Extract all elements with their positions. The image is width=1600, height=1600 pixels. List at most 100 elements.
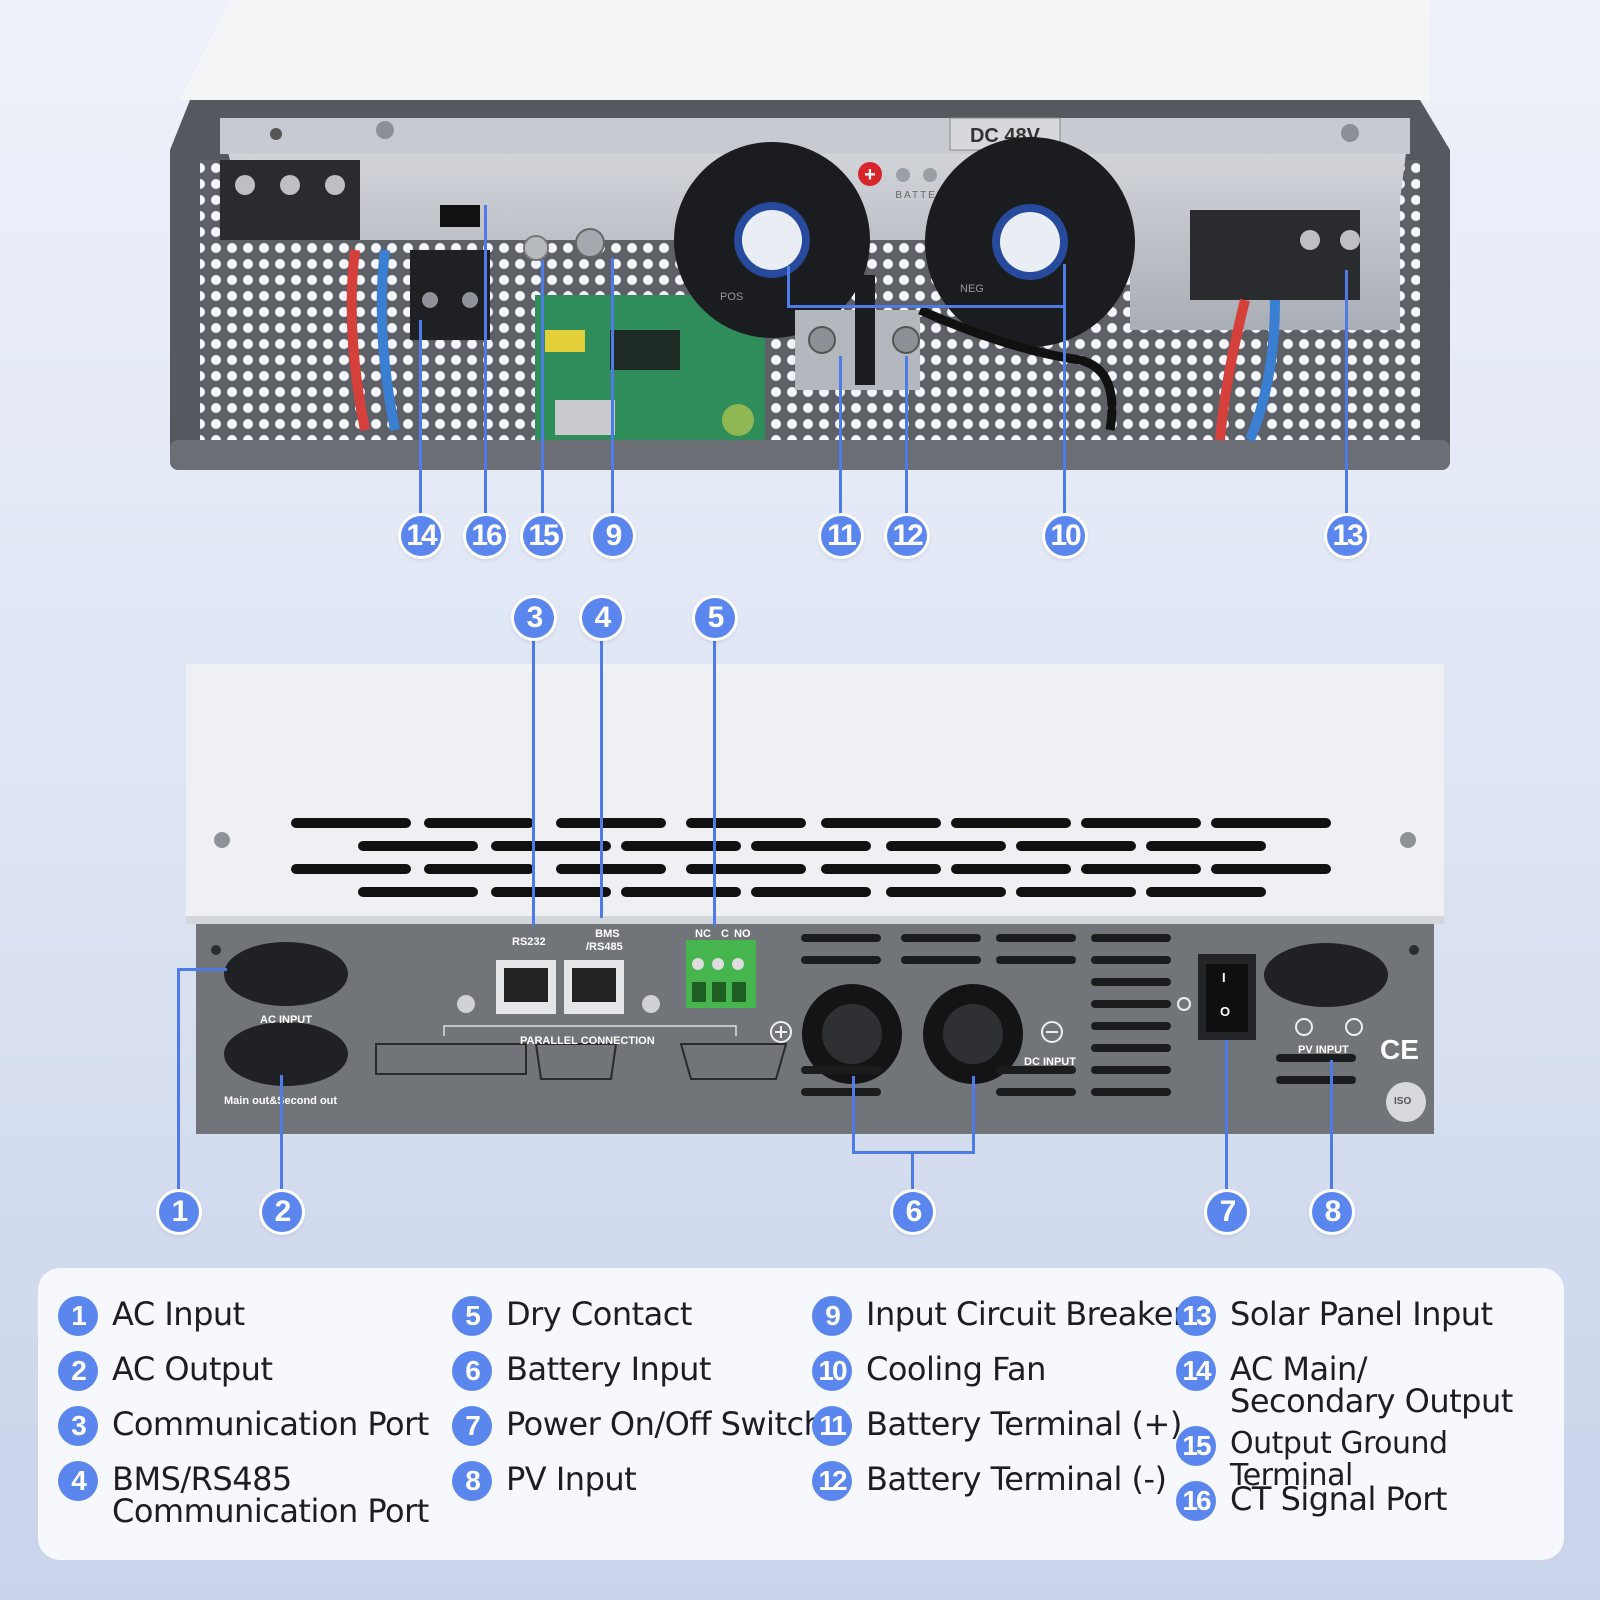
legend-item-12: 12 Battery Terminal (-) bbox=[812, 1460, 1167, 1501]
marker-3: 3 bbox=[514, 598, 554, 638]
legend-label: CT Signal Port bbox=[1230, 1480, 1447, 1518]
marker-7: 7 bbox=[1207, 1192, 1247, 1232]
legend-label: Battery Terminal (-) bbox=[866, 1460, 1167, 1498]
legend-item-16: 16 CT Signal Port bbox=[1176, 1480, 1447, 1521]
legend-item-1: 1 AC Input bbox=[58, 1295, 245, 1336]
legend-label: Battery Input bbox=[506, 1350, 711, 1388]
legend-badge: 11 bbox=[812, 1406, 852, 1446]
legend-panel: 1 AC Input 2 AC Output 3 Communication P… bbox=[38, 1268, 1564, 1560]
legend-label: PV Input bbox=[506, 1460, 637, 1498]
marker-13: 13 bbox=[1327, 516, 1367, 556]
legend-item-2: 2 AC Output bbox=[58, 1350, 273, 1391]
marker-10: 10 bbox=[1045, 516, 1085, 556]
leader-6-left bbox=[852, 1076, 855, 1154]
legend-item-13: 13 Solar Panel Input bbox=[1176, 1295, 1493, 1336]
legend-badge: 7 bbox=[452, 1406, 492, 1446]
marker-16: 16 bbox=[466, 516, 506, 556]
legend-badge: 5 bbox=[452, 1296, 492, 1336]
leader-5 bbox=[713, 636, 716, 926]
marker-8: 8 bbox=[1312, 1192, 1352, 1232]
legend-item-7: 7 Power On/Off Switch bbox=[452, 1405, 824, 1446]
legend-badge: 14 bbox=[1176, 1351, 1216, 1391]
legend-item-14: 14 AC Main/Secondary Output bbox=[1176, 1350, 1513, 1420]
legend-label: Power On/Off Switch bbox=[506, 1405, 824, 1443]
legend-badge: 6 bbox=[452, 1351, 492, 1391]
leader-10-vertical bbox=[1063, 264, 1066, 516]
legend-badge: 10 bbox=[812, 1351, 852, 1391]
legend-label: Output Ground Terminal bbox=[1230, 1426, 1448, 1493]
leader-9 bbox=[611, 258, 614, 516]
rs232-label: RS232 bbox=[512, 936, 546, 948]
device-bottom-view: DC 48V + BATTERY POS NEG bbox=[170, 0, 1450, 470]
legend-label: AC Input bbox=[112, 1295, 245, 1333]
leader-2 bbox=[280, 1075, 283, 1196]
ce-mark: CE bbox=[1380, 1034, 1419, 1065]
legend-badge: 2 bbox=[58, 1351, 98, 1391]
leader-8 bbox=[1330, 1060, 1333, 1196]
legend-label: Dry Contact bbox=[506, 1295, 692, 1333]
device-rear-panel: RS232 BMS/RS485 NC C NO AC INPUT Main ou… bbox=[186, 664, 1444, 1134]
marker-6: 6 bbox=[893, 1192, 933, 1232]
marker-2: 2 bbox=[262, 1192, 302, 1232]
leader-10-left bbox=[787, 266, 790, 308]
legend-badge: 15 bbox=[1176, 1426, 1216, 1466]
leader-10-horizontal bbox=[787, 305, 1065, 308]
marker-4: 4 bbox=[582, 598, 622, 638]
legend-item-15: 15 Output Ground Terminal bbox=[1176, 1426, 1564, 1493]
leader-1-vertical bbox=[177, 968, 180, 1196]
rear-panel-graphic bbox=[186, 664, 1444, 1134]
ac-input-label: AC INPUT bbox=[260, 1014, 312, 1026]
legend-badge: 8 bbox=[452, 1461, 492, 1501]
legend-label: Communication Port bbox=[112, 1405, 429, 1443]
leader-15 bbox=[541, 260, 544, 516]
legend-badge: 9 bbox=[812, 1296, 852, 1336]
legend-badge: 13 bbox=[1176, 1296, 1216, 1336]
leader-6-stem bbox=[911, 1151, 914, 1196]
legend-badge: 12 bbox=[812, 1461, 852, 1501]
leader-4 bbox=[600, 636, 603, 918]
marker-11: 11 bbox=[821, 516, 861, 556]
legend-item-6: 6 Battery Input bbox=[452, 1350, 711, 1391]
switch-on-mark: I bbox=[1222, 970, 1226, 985]
legend-badge: 4 bbox=[58, 1461, 98, 1501]
marker-14: 14 bbox=[401, 516, 441, 556]
nc-label: NC bbox=[695, 928, 711, 940]
marker-9: 9 bbox=[593, 516, 633, 556]
leader-6-right bbox=[972, 1076, 975, 1154]
marker-15: 15 bbox=[523, 516, 563, 556]
svg-text:POS: POS bbox=[720, 291, 743, 303]
legend-label: AC Output bbox=[112, 1350, 273, 1388]
leader-3 bbox=[532, 636, 535, 926]
legend-item-5: 5 Dry Contact bbox=[452, 1295, 692, 1336]
marker-12: 12 bbox=[887, 516, 927, 556]
dc-input-label: DC INPUT bbox=[1024, 1056, 1076, 1068]
leader-14 bbox=[419, 320, 422, 516]
marker-5: 5 bbox=[695, 598, 735, 638]
legend-item-8: 8 PV Input bbox=[452, 1460, 637, 1501]
legend-item-10: 10 Cooling Fan bbox=[812, 1350, 1046, 1391]
legend-badge: 1 bbox=[58, 1296, 98, 1336]
svg-text:+: + bbox=[864, 164, 876, 186]
parallel-connection-label: PARALLEL CONNECTION bbox=[520, 1035, 655, 1047]
legend-label: Cooling Fan bbox=[866, 1350, 1046, 1388]
marker-1: 1 bbox=[159, 1192, 199, 1232]
leader-13 bbox=[1345, 270, 1348, 516]
no-label: NO bbox=[734, 928, 751, 940]
battery-label: BATTERY bbox=[895, 190, 954, 201]
pv-input-label: PV INPUT bbox=[1298, 1044, 1349, 1056]
legend-label: Input Circuit Breaker bbox=[866, 1295, 1186, 1333]
bms-label: BMS/RS485 bbox=[586, 928, 623, 953]
legend-item-3: 3 Communication Port bbox=[58, 1405, 429, 1446]
legend-label: AC Main/Secondary Output bbox=[1230, 1350, 1513, 1420]
legend-item-9: 9 Input Circuit Breaker bbox=[812, 1295, 1186, 1336]
legend-label: Battery Terminal (+) bbox=[866, 1405, 1182, 1443]
switch-off-mark: O bbox=[1220, 1004, 1231, 1019]
legend-badge: 16 bbox=[1176, 1481, 1216, 1521]
iso-badge: ISO bbox=[1394, 1096, 1412, 1107]
legend-label: Solar Panel Input bbox=[1230, 1295, 1493, 1333]
legend-badge: 3 bbox=[58, 1406, 98, 1446]
legend-item-11: 11 Battery Terminal (+) bbox=[812, 1405, 1182, 1446]
c-label: C bbox=[721, 928, 729, 940]
